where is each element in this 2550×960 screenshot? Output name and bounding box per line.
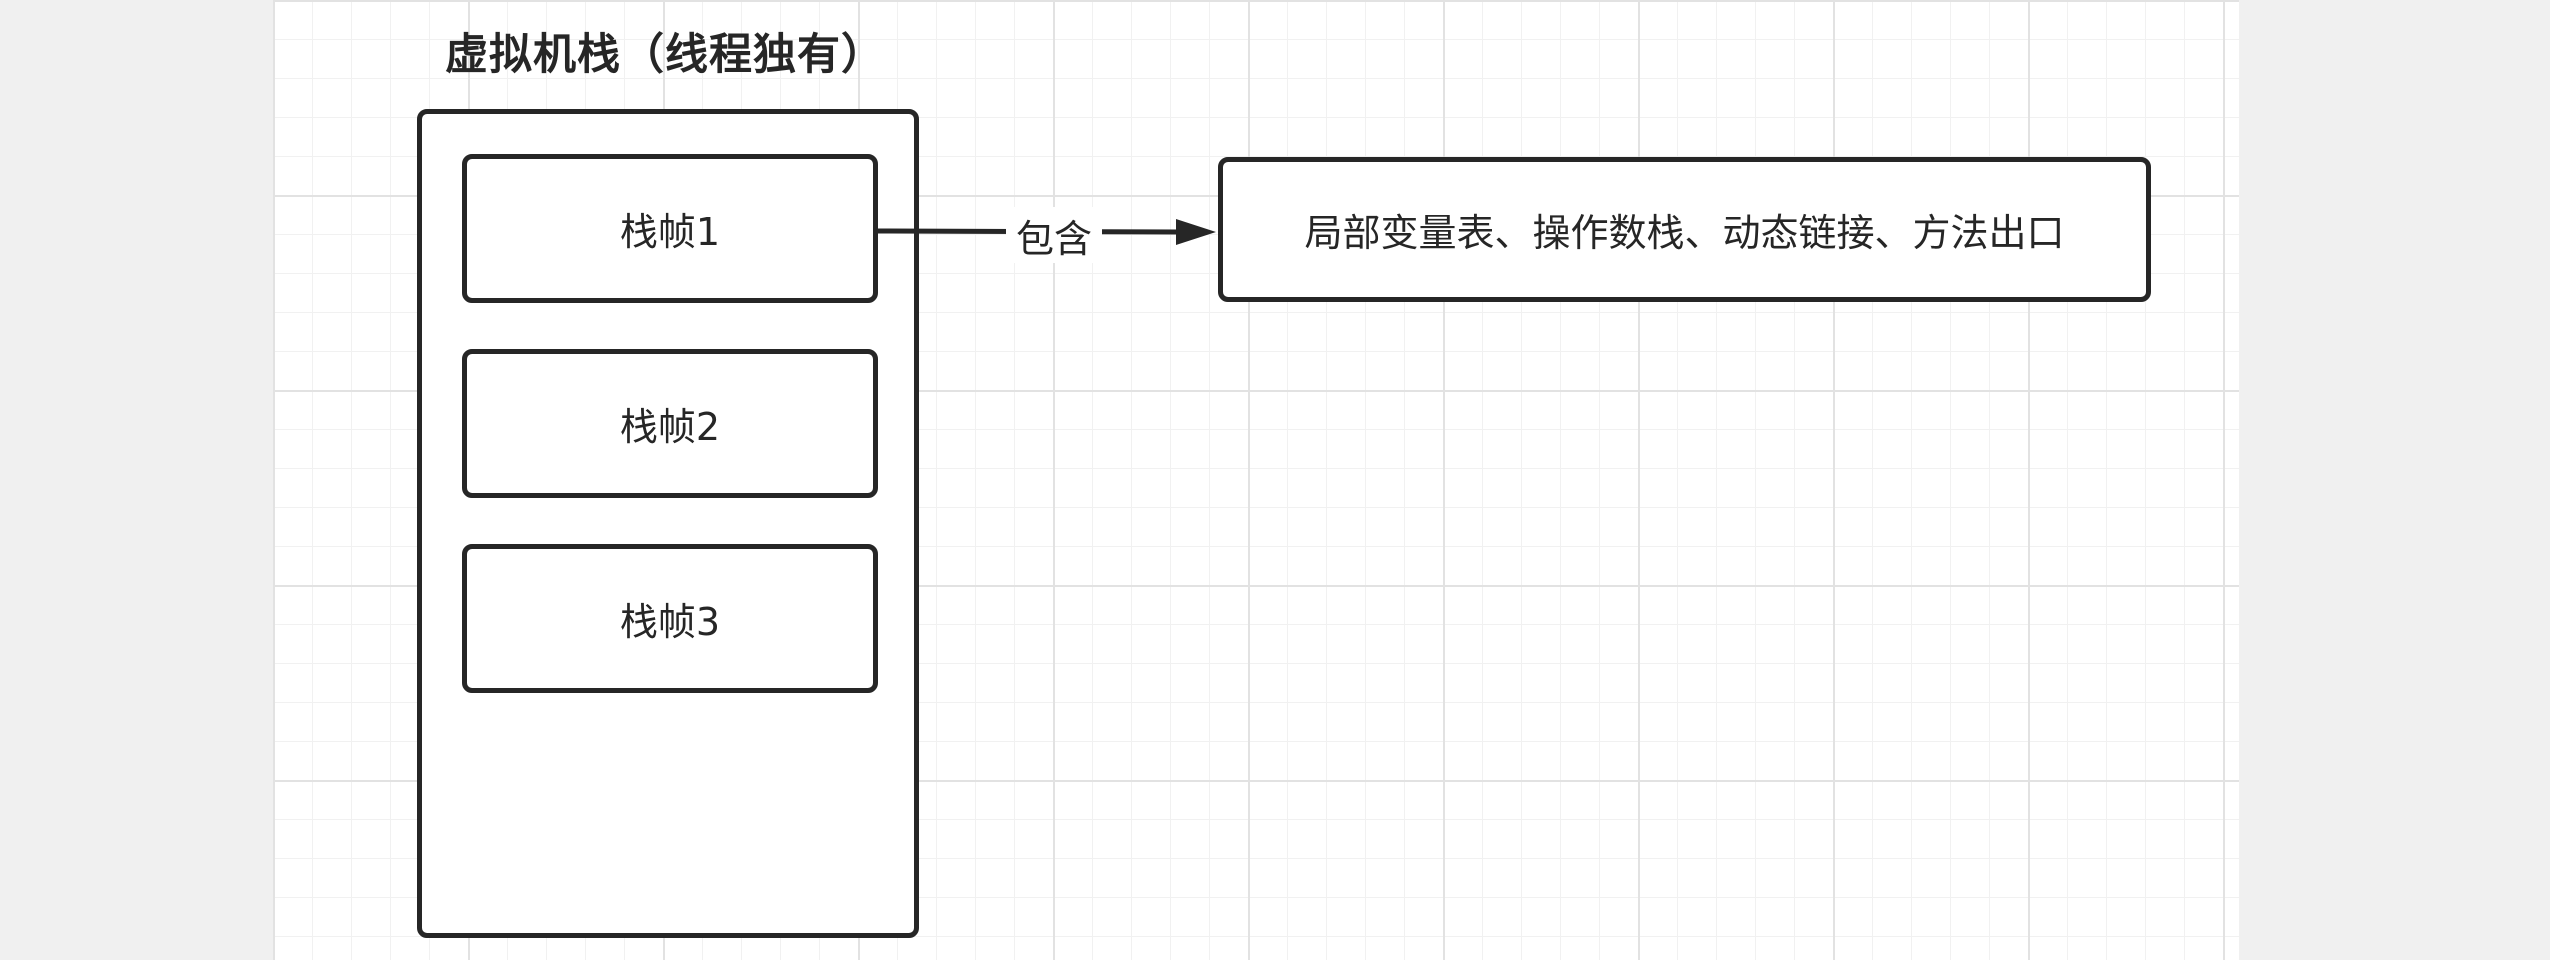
stack-title: 虚拟机栈（线程独有） [445, 30, 885, 80]
stack-frame-3-label: 栈帧3 [619, 600, 721, 644]
stack-frame-1[interactable]: 栈帧1 [462, 154, 878, 303]
stack-frame-1-label: 栈帧1 [619, 210, 721, 254]
edge-label: 包含 [1006, 207, 1102, 263]
stack-frame-2-label: 栈帧2 [619, 405, 721, 449]
frame-contents-label: 局部变量表、操作数栈、动态链接、方法出口 [1304, 211, 2065, 255]
stack-frame-2[interactable]: 栈帧2 [462, 349, 878, 498]
arrowhead-icon [1176, 219, 1216, 245]
stack-frame-3[interactable]: 栈帧3 [462, 544, 878, 693]
frame-contents-box[interactable]: 局部变量表、操作数栈、动态链接、方法出口 [1218, 157, 2151, 302]
